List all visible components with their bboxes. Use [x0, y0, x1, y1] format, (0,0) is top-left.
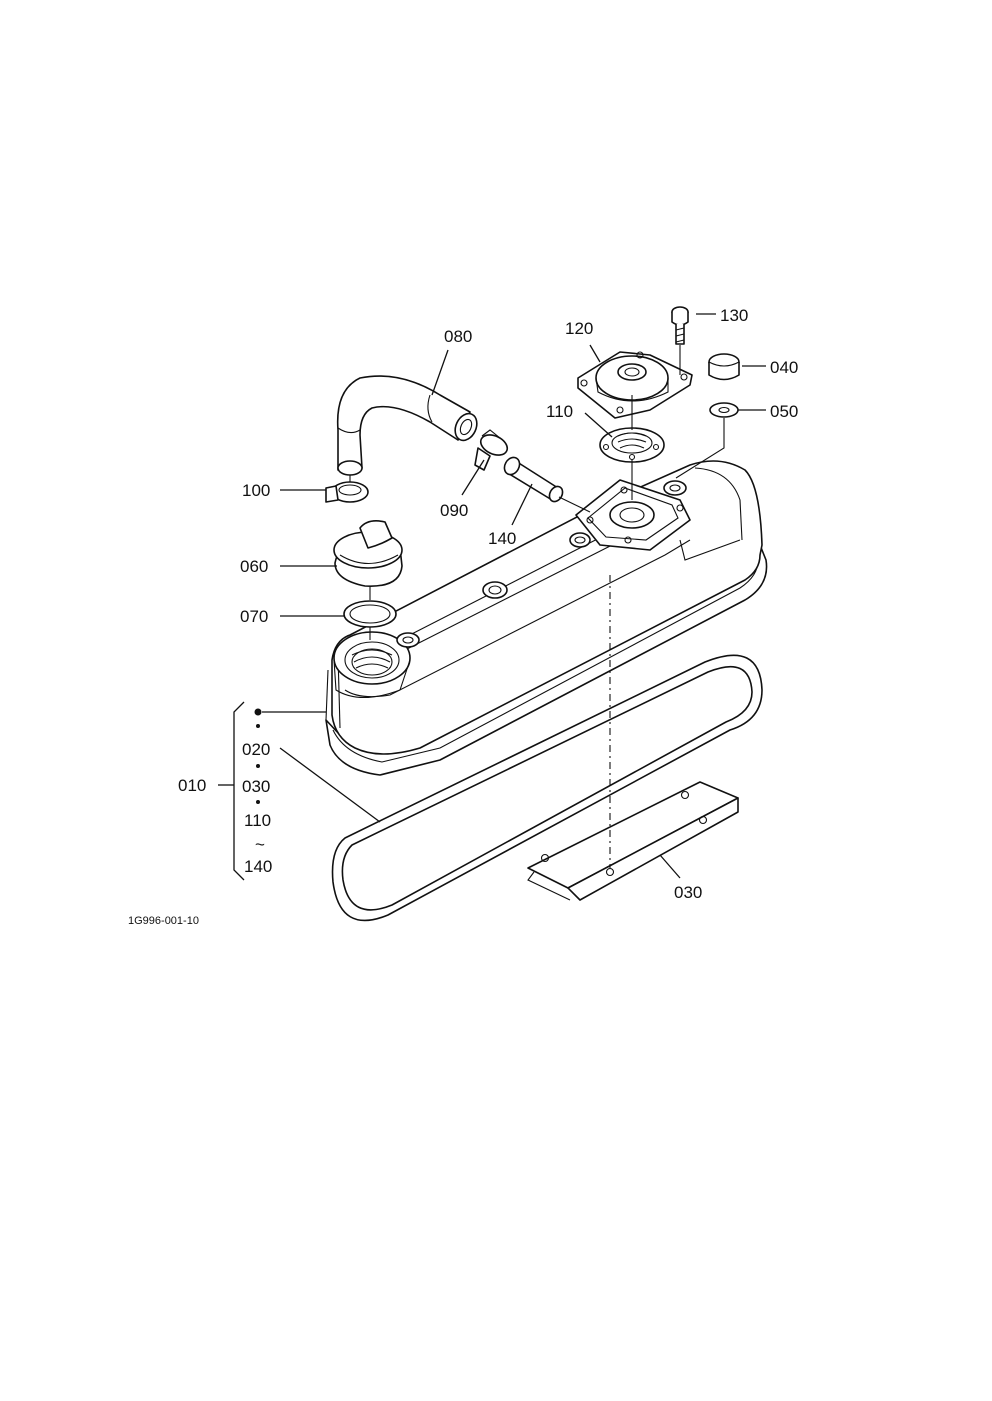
leader-lines: [262, 313, 766, 879]
cap-nut-040: [708, 353, 740, 381]
o-ring-070: [343, 600, 397, 628]
diaphragm-110: [599, 427, 665, 463]
hose-clamp-100: [325, 481, 369, 503]
breather-cover-120: [577, 351, 693, 419]
assembly-lines: [349, 345, 725, 640]
label-020: 020: [242, 740, 270, 759]
label-030-kit: 030: [242, 777, 270, 796]
label-090: 090: [440, 501, 468, 520]
bolt-130: [671, 306, 689, 345]
label-010: 010: [178, 776, 206, 795]
label-110: 110: [546, 402, 573, 421]
label-140-kit: 140: [244, 857, 272, 876]
drawing-code: 1G996-001-10: [128, 915, 199, 927]
side-plate-030: [527, 781, 739, 901]
label-030: 030: [674, 883, 702, 902]
valve-cover-body-010: [325, 460, 768, 776]
label-040: 040: [770, 358, 798, 377]
label-120: 120: [565, 319, 593, 338]
label-070: 070: [240, 607, 268, 626]
kit-bracket: [233, 701, 245, 881]
label-tilde: ~: [255, 835, 265, 854]
label-140: 140: [488, 529, 516, 548]
label-110-kit: 110: [244, 811, 271, 830]
kit-bullets: [254, 708, 262, 804]
hose-080: [336, 375, 478, 476]
label-050: 050: [770, 402, 798, 421]
gasket-020: [331, 654, 763, 922]
pipe-140: [503, 456, 564, 503]
label-060: 060: [240, 557, 268, 576]
label-100: 100: [242, 481, 270, 500]
label-080: 080: [444, 327, 472, 346]
washer-050: [709, 402, 739, 418]
oil-cap-060: [333, 520, 403, 587]
clamp-090: [474, 429, 509, 471]
label-130: 130: [720, 306, 748, 325]
